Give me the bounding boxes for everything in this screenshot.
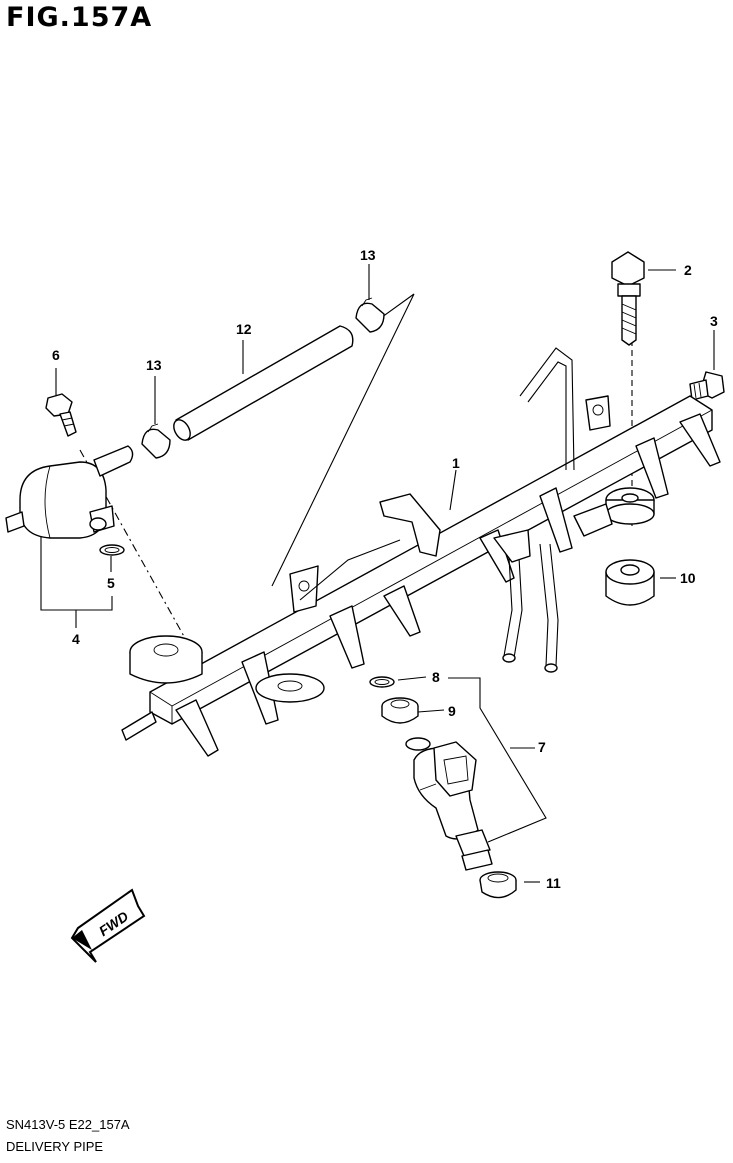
callout-12: 12	[236, 321, 252, 337]
callout-13-top: 13	[360, 247, 376, 263]
callout-4: 4	[72, 631, 80, 647]
callout-9: 9	[448, 703, 456, 719]
bolt-6	[45, 393, 77, 437]
bolt-3	[689, 371, 725, 401]
o-ring-8	[369, 676, 395, 688]
fwd-arrow-icon: FWD	[70, 888, 146, 963]
bolt-2	[611, 251, 645, 346]
seal-11	[479, 871, 517, 899]
cushion-9	[381, 697, 419, 724]
clip-13-lower	[141, 423, 171, 459]
callout-10: 10	[680, 570, 696, 586]
callout-numbers: 1 2 3 4 5 6 7 8 9 10 11 12 13 13	[52, 247, 718, 891]
pressure-regulator-4	[5, 445, 134, 539]
hose-12	[173, 325, 354, 441]
figure-name: DELIVERY PIPE	[6, 1139, 104, 1154]
figure-title: FIG.157A	[6, 2, 153, 33]
callout-1: 1	[452, 455, 460, 471]
callout-13-left: 13	[146, 357, 162, 373]
callout-8: 8	[432, 669, 440, 685]
callout-11: 11	[546, 875, 561, 891]
callout-7: 7	[538, 739, 546, 755]
leader-lines	[40, 264, 715, 883]
o-ring-5	[99, 544, 125, 556]
injector-7	[405, 737, 493, 871]
clip-13-upper	[355, 297, 385, 333]
insulator-10	[605, 487, 655, 606]
delivery-pipe-1	[121, 347, 721, 757]
callout-6: 6	[52, 347, 60, 363]
callout-3: 3	[710, 313, 718, 329]
figure-code: SN413V-5 E22_157A	[6, 1117, 130, 1132]
callout-2: 2	[684, 262, 692, 278]
callout-5: 5	[107, 575, 115, 591]
